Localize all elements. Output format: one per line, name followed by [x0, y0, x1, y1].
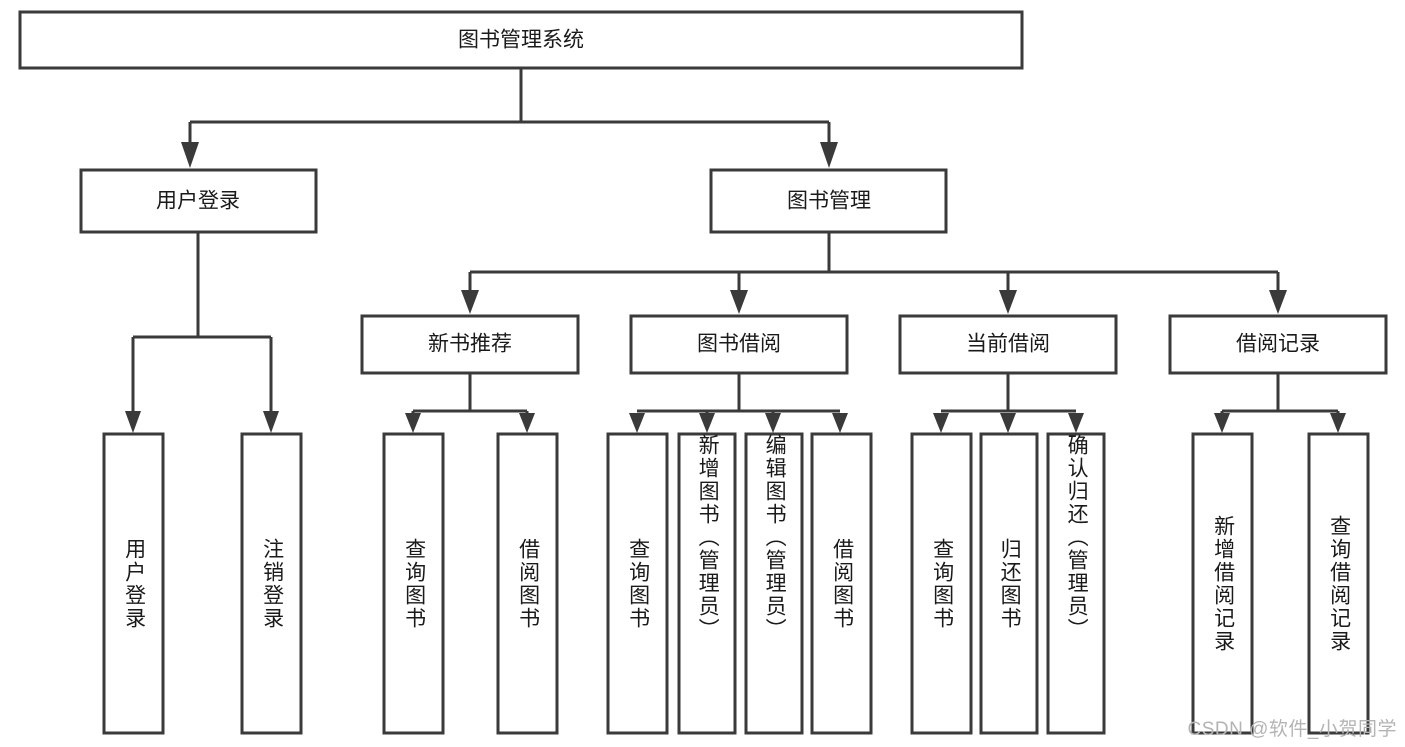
arrow-bm-to-book-borrow-icon [730, 290, 748, 314]
connector-group-borrow-record [1214, 373, 1346, 433]
node-leaf-return-book-box[interactable] [979, 432, 1039, 735]
node-current-borrow-box[interactable] [898, 314, 1118, 375]
node-leaf-user-login-box[interactable] [102, 432, 165, 735]
connector-group-new-book-recommend [405, 373, 535, 433]
node-borrow-record-box[interactable] [1168, 314, 1388, 375]
node-new-book-recommend[interactable]: 新书推荐 [360, 314, 580, 375]
node-book-management-label: 图书管理 [787, 190, 871, 213]
node-user-login-box[interactable] [79, 168, 318, 234]
connector-group-current-borrow [933, 373, 1084, 433]
arrow-bm-to-current-borrow-icon [999, 290, 1017, 314]
node-leaf-add-record-box[interactable] [1191, 432, 1254, 735]
node-book-management-box[interactable] [709, 168, 948, 234]
arrow-cb-to-leaf2-icon [1000, 413, 1016, 433]
node-book-management[interactable]: 图书管理 [709, 168, 948, 234]
arrow-br-to-leaf1-icon [1214, 413, 1230, 433]
connector-group-book-borrow [629, 373, 848, 433]
node-leaf-user-logout-box[interactable] [240, 432, 303, 735]
node-borrow-record-label: 借阅记录 [1236, 333, 1320, 356]
connector-group-book-management [461, 232, 1287, 314]
node-leaf-query-book-1-box[interactable] [382, 432, 445, 735]
arrow-bb-to-leaf3-icon [765, 413, 781, 433]
node-leaf-borrow-book-1-box[interactable] [496, 432, 559, 735]
arrow-root-to-user-login-icon [181, 142, 199, 168]
node-leaf-confirm-return-box[interactable] [1046, 432, 1106, 735]
node-current-borrow[interactable]: 当前借阅 [898, 314, 1118, 375]
arrow-nbr-to-leaf2-icon [519, 413, 535, 433]
arrow-bm-to-borrow-record-icon [1269, 290, 1287, 314]
node-leaf-add-book-box[interactable] [677, 432, 737, 735]
leaf-boxes [102, 432, 1370, 735]
node-leaf-edit-book-box[interactable] [744, 432, 804, 735]
node-leaf-query-book-2-box[interactable] [606, 432, 669, 735]
node-book-borrow-box[interactable] [629, 314, 849, 375]
node-root-box[interactable] [18, 10, 1024, 70]
node-leaf-query-book-3-box[interactable] [910, 432, 973, 735]
node-user-login[interactable]: 用户登录 [79, 168, 318, 234]
node-root-label: 图书管理系统 [458, 29, 584, 52]
arrow-bb-to-leaf2-icon [699, 413, 715, 433]
arrow-root-to-book-management-icon [820, 142, 838, 168]
arrow-cb-to-leaf3-icon [1068, 413, 1084, 433]
csdn-watermark: CSDN @软件_小贺同学 [1187, 719, 1397, 740]
connector-group-user-login [125, 232, 279, 433]
arrow-bm-to-new-book-icon [461, 290, 479, 314]
connector-group-root [181, 68, 838, 168]
arrow-bb-to-leaf4-icon [832, 413, 848, 433]
arrow-bb-to-leaf1-icon [629, 413, 645, 433]
node-leaf-borrow-book-2-box[interactable] [810, 432, 873, 735]
node-leaf-query-record-box[interactable] [1307, 432, 1370, 735]
arrow-cb-to-leaf1-icon [933, 413, 949, 433]
node-borrow-record[interactable]: 借阅记录 [1168, 314, 1388, 375]
arrow-nbr-to-leaf1-icon [405, 413, 421, 433]
arrow-ul-to-leaf2-icon [263, 411, 279, 433]
arrow-br-to-leaf2-icon [1330, 413, 1346, 433]
node-new-book-recommend-label: 新书推荐 [428, 333, 512, 356]
node-new-book-recommend-box[interactable] [360, 314, 580, 375]
node-current-borrow-label: 当前借阅 [966, 333, 1050, 356]
node-root[interactable]: 图书管理系统 [18, 10, 1024, 70]
node-book-borrow-label: 图书借阅 [697, 333, 781, 356]
node-book-borrow[interactable]: 图书借阅 [629, 314, 849, 375]
node-user-login-label: 用户登录 [156, 190, 240, 213]
arrow-ul-to-leaf1-icon [125, 411, 141, 433]
